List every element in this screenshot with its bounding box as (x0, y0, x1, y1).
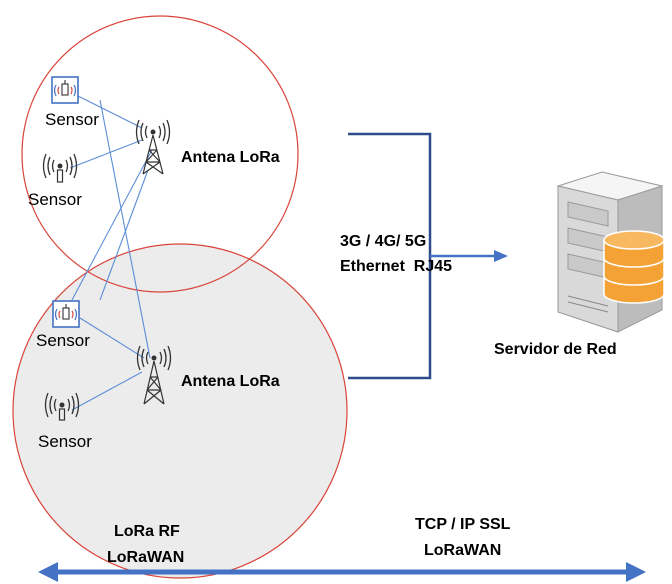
antenna-label: Antena LoRa (181, 149, 280, 166)
sensor-icon (44, 392, 80, 421)
arrowhead-right-icon (626, 562, 646, 582)
boxed-sensor-icon (51, 76, 79, 104)
antenna-label: Antena LoRa (181, 373, 280, 390)
radio-link (71, 149, 153, 301)
bottom-left-label: LoRa RF (114, 523, 180, 540)
lower-coverage-circle (12, 243, 348, 579)
radio-link (69, 139, 143, 169)
sensor-label: Sensor (36, 331, 90, 350)
sensor-label: Sensor (38, 432, 92, 451)
radio-link (71, 371, 143, 411)
sensor-label: Sensor (28, 190, 82, 209)
radio-link (99, 99, 151, 359)
bottom-left-label: LoRaWAN (107, 549, 185, 566)
arrowhead-icon (494, 250, 508, 262)
radio-link (77, 95, 143, 129)
upper-coverage-circle (21, 15, 299, 293)
backhaul-label: Ethernet RJ45 (340, 258, 453, 275)
antenna-tower-icon (136, 345, 172, 405)
radio-link (99, 169, 149, 301)
sensor-label: Sensor (45, 110, 99, 129)
radio-links (69, 95, 153, 411)
bottom-right-label: TCP / IP SSL (415, 516, 511, 533)
boxed-sensor-icon (52, 300, 80, 328)
antenna-tower-icon (135, 119, 171, 175)
backhaul-bracket (348, 132, 432, 380)
radio-link (79, 317, 145, 359)
backhaul-label: 3G / 4G/ 5G (340, 233, 427, 250)
sensor-icon (42, 153, 78, 183)
server-label: Servidor de Red (494, 341, 617, 358)
bottom-right-label: LoRaWAN (424, 542, 502, 559)
server-icon (556, 171, 665, 333)
arrowhead-left-icon (38, 562, 58, 582)
